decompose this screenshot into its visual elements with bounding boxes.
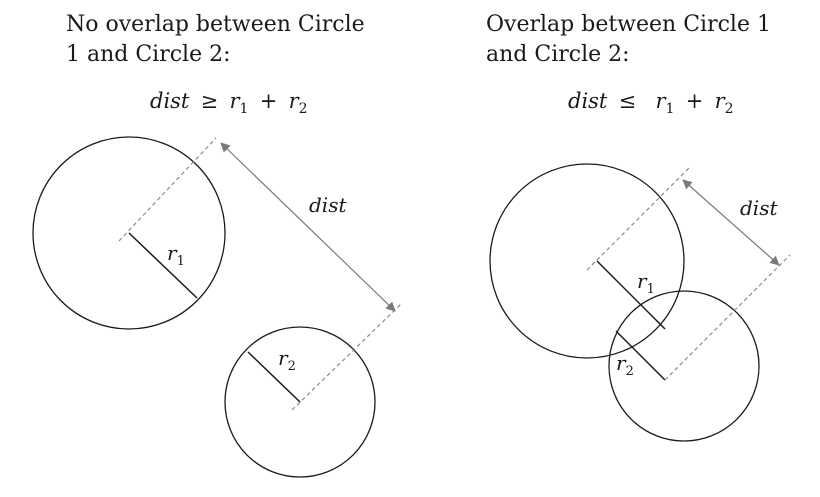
circle-2 bbox=[608, 290, 760, 442]
circle-2 bbox=[224, 326, 376, 478]
caption-line-2: and Circle 2: bbox=[486, 42, 630, 67]
dashed-guide-1 bbox=[118, 137, 217, 242]
radius-1-line bbox=[596, 260, 666, 330]
panel-no-overlap: dist ≥ r1 + r2 r1 r2 dist bbox=[32, 89, 402, 478]
formula-no-overlap: dist ≥ r1 + r2 bbox=[150, 89, 308, 118]
panel-overlap: dist ≤ r1 + r2 r1 r2 dist bbox=[489, 89, 791, 442]
dashed-guide-2 bbox=[664, 254, 791, 381]
caption-no-overlap: No overlap between Circle 1 and Circle 2… bbox=[66, 10, 365, 70]
dashed-guide-1 bbox=[586, 166, 691, 271]
radius-2-label: r2 bbox=[278, 346, 296, 374]
radius-1-label: r1 bbox=[637, 269, 655, 297]
radius-2-label: r2 bbox=[616, 351, 634, 379]
dist-arrow bbox=[220, 142, 396, 312]
radius-2-line bbox=[247, 351, 301, 403]
caption-line-1: Overlap between Circle 1 bbox=[486, 12, 771, 37]
dist-label: dist bbox=[309, 193, 347, 217]
caption-line-2: 1 and Circle 2: bbox=[66, 42, 231, 67]
dist-arrow bbox=[682, 179, 780, 266]
caption-overlap: Overlap between Circle 1 and Circle 2: bbox=[486, 10, 771, 70]
dashed-guide-2 bbox=[291, 303, 402, 411]
radius-1-line bbox=[128, 232, 198, 299]
radius-2-line bbox=[615, 330, 666, 381]
radius-1-label: r1 bbox=[167, 241, 185, 269]
formula-overlap: dist ≤ r1 + r2 bbox=[568, 89, 734, 118]
caption-line-1: No overlap between Circle bbox=[66, 12, 365, 37]
circle-1 bbox=[489, 163, 685, 359]
dist-label: dist bbox=[740, 196, 778, 220]
